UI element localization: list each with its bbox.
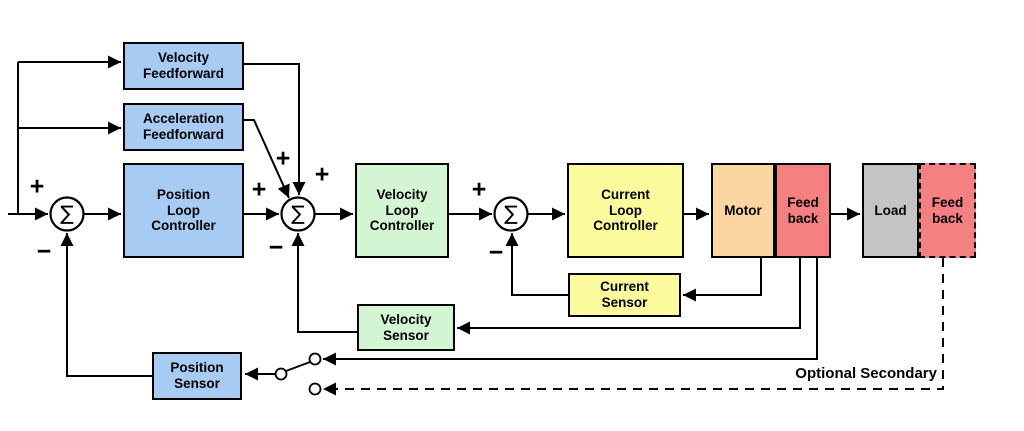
- block-acceleration-feedforward: Acceleration Feedforward: [123, 103, 244, 151]
- plus-sign-sum2-position: +: [251, 175, 267, 204]
- sum-junction-velocity: [280, 196, 316, 232]
- wire-velocity-feedforward-to-sum2: [244, 63, 306, 195]
- minus-sign-sum3-feedback: −: [488, 238, 504, 267]
- sigma-symbol: ∑: [291, 201, 305, 226]
- sigma-symbol: ∑: [504, 201, 518, 226]
- minus-sign-sum1-feedback: −: [36, 237, 52, 266]
- sum-junction-position: [49, 196, 85, 232]
- wire-current-sensor-to-sum3: [505, 233, 568, 296]
- switch-contact-secondary: [308, 382, 322, 396]
- plus-sign-sum2-velocity-ff: +: [314, 160, 330, 189]
- block-motor: Motor: [711, 163, 775, 258]
- block-current-sensor: Current Sensor: [568, 273, 681, 317]
- plus-sign-sum1-input: +: [29, 172, 45, 201]
- switch-blade: [285, 361, 311, 372]
- block-current-loop-controller: Current Loop Controller: [567, 163, 684, 258]
- switch-contact-primary: [308, 352, 322, 366]
- wire-position-sensor-to-sum1: [60, 233, 152, 377]
- sigma-symbol: ∑: [60, 201, 74, 226]
- plus-sign-sum3-input: +: [471, 175, 487, 204]
- switch-pole: [274, 367, 288, 381]
- wire-feedback-to-switch-primary: [323, 258, 818, 366]
- block-position-sensor: Position Sensor: [152, 352, 242, 400]
- plus-sign-sum2-acceleration: +: [275, 144, 291, 173]
- wire-feedback-to-velocity-sensor: [457, 258, 801, 335]
- wire-motor-to-current-sensor: [683, 258, 762, 302]
- block-load: Load: [862, 163, 919, 258]
- wire-load-feedback-to-switch-secondary: [323, 258, 944, 396]
- wire-velocity-sensor-to-sum2: [291, 233, 357, 333]
- block-load-feedback: Feed back: [919, 163, 976, 258]
- wire-acceleration-feedforward-to-sum2: [244, 119, 290, 199]
- block-velocity-loop-controller: Velocity Loop Controller: [355, 163, 449, 258]
- sum-junction-current: [493, 196, 529, 232]
- block-position-loop-controller: Position Loop Controller: [123, 163, 244, 258]
- block-velocity-feedforward: Velocity Feedforward: [123, 42, 244, 90]
- optional-secondary-label: Optional Secondary: [795, 365, 937, 382]
- minus-sign-sum2-feedback: −: [268, 233, 284, 262]
- block-motor-feedback: Feed back: [775, 163, 831, 258]
- block-velocity-sensor: Velocity Sensor: [357, 304, 455, 351]
